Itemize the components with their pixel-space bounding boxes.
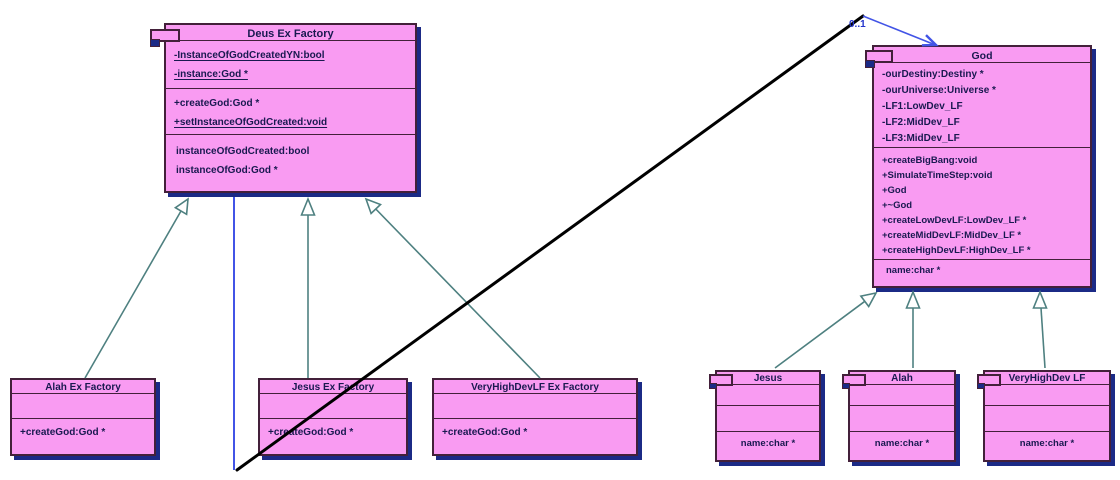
attributes-compartment bbox=[12, 393, 154, 418]
class-title: Alah Ex Factory bbox=[45, 382, 121, 393]
property: instanceOfGodCreated:bool bbox=[176, 146, 310, 157]
operation: +createMidDevLF:MidDev_LF * bbox=[882, 230, 1022, 241]
attribute: -ourUniverse:Universe * bbox=[882, 85, 996, 96]
operation: +createBigBang:void bbox=[882, 155, 978, 166]
operation: +God bbox=[882, 185, 907, 196]
attribute: -LF2:MidDev_LF bbox=[882, 117, 960, 128]
association-multiplicity-label: 0..1 bbox=[849, 19, 866, 30]
attributes-compartment bbox=[985, 384, 1109, 405]
property: name:char * bbox=[740, 438, 796, 449]
operations-compartment: +createGod:God * bbox=[260, 418, 406, 448]
class-icon bbox=[842, 374, 866, 389]
property: name:char * bbox=[1019, 438, 1075, 449]
operations-compartment bbox=[985, 405, 1109, 431]
operation: +createLowDevLF:LowDev_LF * bbox=[882, 215, 1027, 226]
class-veryhighdevlf-ex-factory[interactable]: VeryHighDevLF Ex Factory +createGod:God … bbox=[432, 378, 638, 456]
properties-compartment: name:char * bbox=[850, 431, 954, 456]
class-title: Jesus Ex Factory bbox=[291, 382, 375, 393]
operation: +createHighDevLF:HighDev_LF * bbox=[882, 245, 1031, 256]
class-icon bbox=[709, 374, 733, 389]
operations-compartment bbox=[850, 405, 954, 431]
class-icon bbox=[150, 29, 180, 47]
properties-compartment: name:char * bbox=[874, 259, 1090, 283]
attributes-compartment bbox=[434, 393, 636, 418]
class-deus-ex-factory[interactable]: Deus Ex Factory -InstanceOfGodCreatedYN:… bbox=[150, 23, 417, 193]
inheritance-line-alah-factory bbox=[84, 210, 182, 379]
class-icon bbox=[865, 50, 893, 68]
property: name:char * bbox=[874, 438, 930, 449]
class-icon bbox=[977, 374, 1001, 389]
operation: +createGod:God * bbox=[20, 427, 106, 438]
class-title: VeryHighDevLF Ex Factory bbox=[471, 382, 599, 393]
properties-compartment: instanceOfGodCreated:bool instanceOfGod:… bbox=[166, 134, 415, 186]
property: instanceOfGod:God * bbox=[176, 165, 278, 176]
operations-compartment: +createBigBang:void +SimulateTimeStep:vo… bbox=[874, 147, 1090, 259]
attribute: -InstanceOfGodCreatedYN:bool bbox=[174, 50, 325, 61]
attributes-compartment bbox=[850, 384, 954, 405]
inheritance-line-jesus bbox=[774, 300, 866, 369]
inheritance-line-vhd-lf bbox=[1040, 307, 1046, 369]
inheritance-arrowhead-icon bbox=[300, 196, 316, 216]
inheritance-arrowhead-icon bbox=[905, 289, 921, 309]
inheritance-arrowhead-icon bbox=[859, 291, 878, 308]
class-icon-tab bbox=[709, 383, 717, 389]
class-icon-tab bbox=[865, 60, 875, 68]
class-god[interactable]: God -ourDestiny:Destiny * -ourUniverse:U… bbox=[865, 45, 1092, 288]
attribute: -LF3:MidDev_LF bbox=[882, 133, 960, 144]
attribute: -LF1:LowDev_LF bbox=[882, 101, 963, 112]
operation: +createGod:God * bbox=[174, 98, 260, 109]
attributes-compartment bbox=[260, 393, 406, 418]
operations-compartment: +createGod:God * +setInstanceOfGodCreate… bbox=[166, 88, 415, 134]
operation: +createGod:God * bbox=[268, 427, 354, 438]
class-title: Alah bbox=[891, 373, 913, 384]
operations-compartment: +createGod:God * bbox=[434, 418, 636, 448]
class-icon-tab bbox=[977, 383, 985, 389]
operations-compartment bbox=[717, 405, 819, 431]
class-title: God bbox=[971, 50, 993, 62]
class-title: VeryHighDev LF bbox=[1008, 373, 1086, 384]
operations-compartment: +createGod:God * bbox=[12, 418, 154, 448]
class-jesus-ex-factory[interactable]: Jesus Ex Factory +createGod:God * bbox=[258, 378, 408, 456]
operation: +setInstanceOfGodCreated:void bbox=[174, 117, 328, 128]
association-segment-arrow bbox=[862, 15, 934, 45]
attributes-compartment bbox=[717, 384, 819, 405]
inheritance-arrowhead-icon bbox=[1032, 289, 1048, 309]
operation: +SimulateTimeStep:void bbox=[882, 170, 993, 181]
class-alah-ex-factory[interactable]: Alah Ex Factory +createGod:God * bbox=[10, 378, 156, 456]
attributes-compartment: -ourDestiny:Destiny * -ourUniverse:Unive… bbox=[874, 62, 1090, 147]
class-alah[interactable]: Alah name:char * bbox=[842, 370, 956, 462]
property: name:char * bbox=[886, 265, 941, 276]
class-veryhighdev-lf[interactable]: VeryHighDev LF name:char * bbox=[977, 370, 1111, 462]
operation: +createGod:God * bbox=[442, 427, 528, 438]
properties-compartment: name:char * bbox=[717, 431, 819, 456]
attribute: -ourDestiny:Destiny * bbox=[882, 69, 984, 80]
class-jesus[interactable]: Jesus name:char * bbox=[709, 370, 821, 462]
inheritance-line-vhd-factory bbox=[375, 208, 541, 379]
operation: +~God bbox=[882, 200, 913, 211]
attribute: -instance:God * bbox=[174, 69, 248, 80]
class-icon-tab bbox=[150, 39, 160, 47]
inheritance-arrowhead-icon bbox=[173, 197, 189, 216]
class-title: Deus Ex Factory bbox=[247, 28, 334, 40]
inheritance-arrowhead-icon bbox=[364, 197, 382, 215]
attributes-compartment: -InstanceOfGodCreatedYN:bool -instance:G… bbox=[166, 40, 415, 88]
class-icon-tab bbox=[842, 383, 850, 389]
properties-compartment: name:char * bbox=[985, 431, 1109, 456]
association-arrowhead-icon bbox=[921, 34, 939, 47]
